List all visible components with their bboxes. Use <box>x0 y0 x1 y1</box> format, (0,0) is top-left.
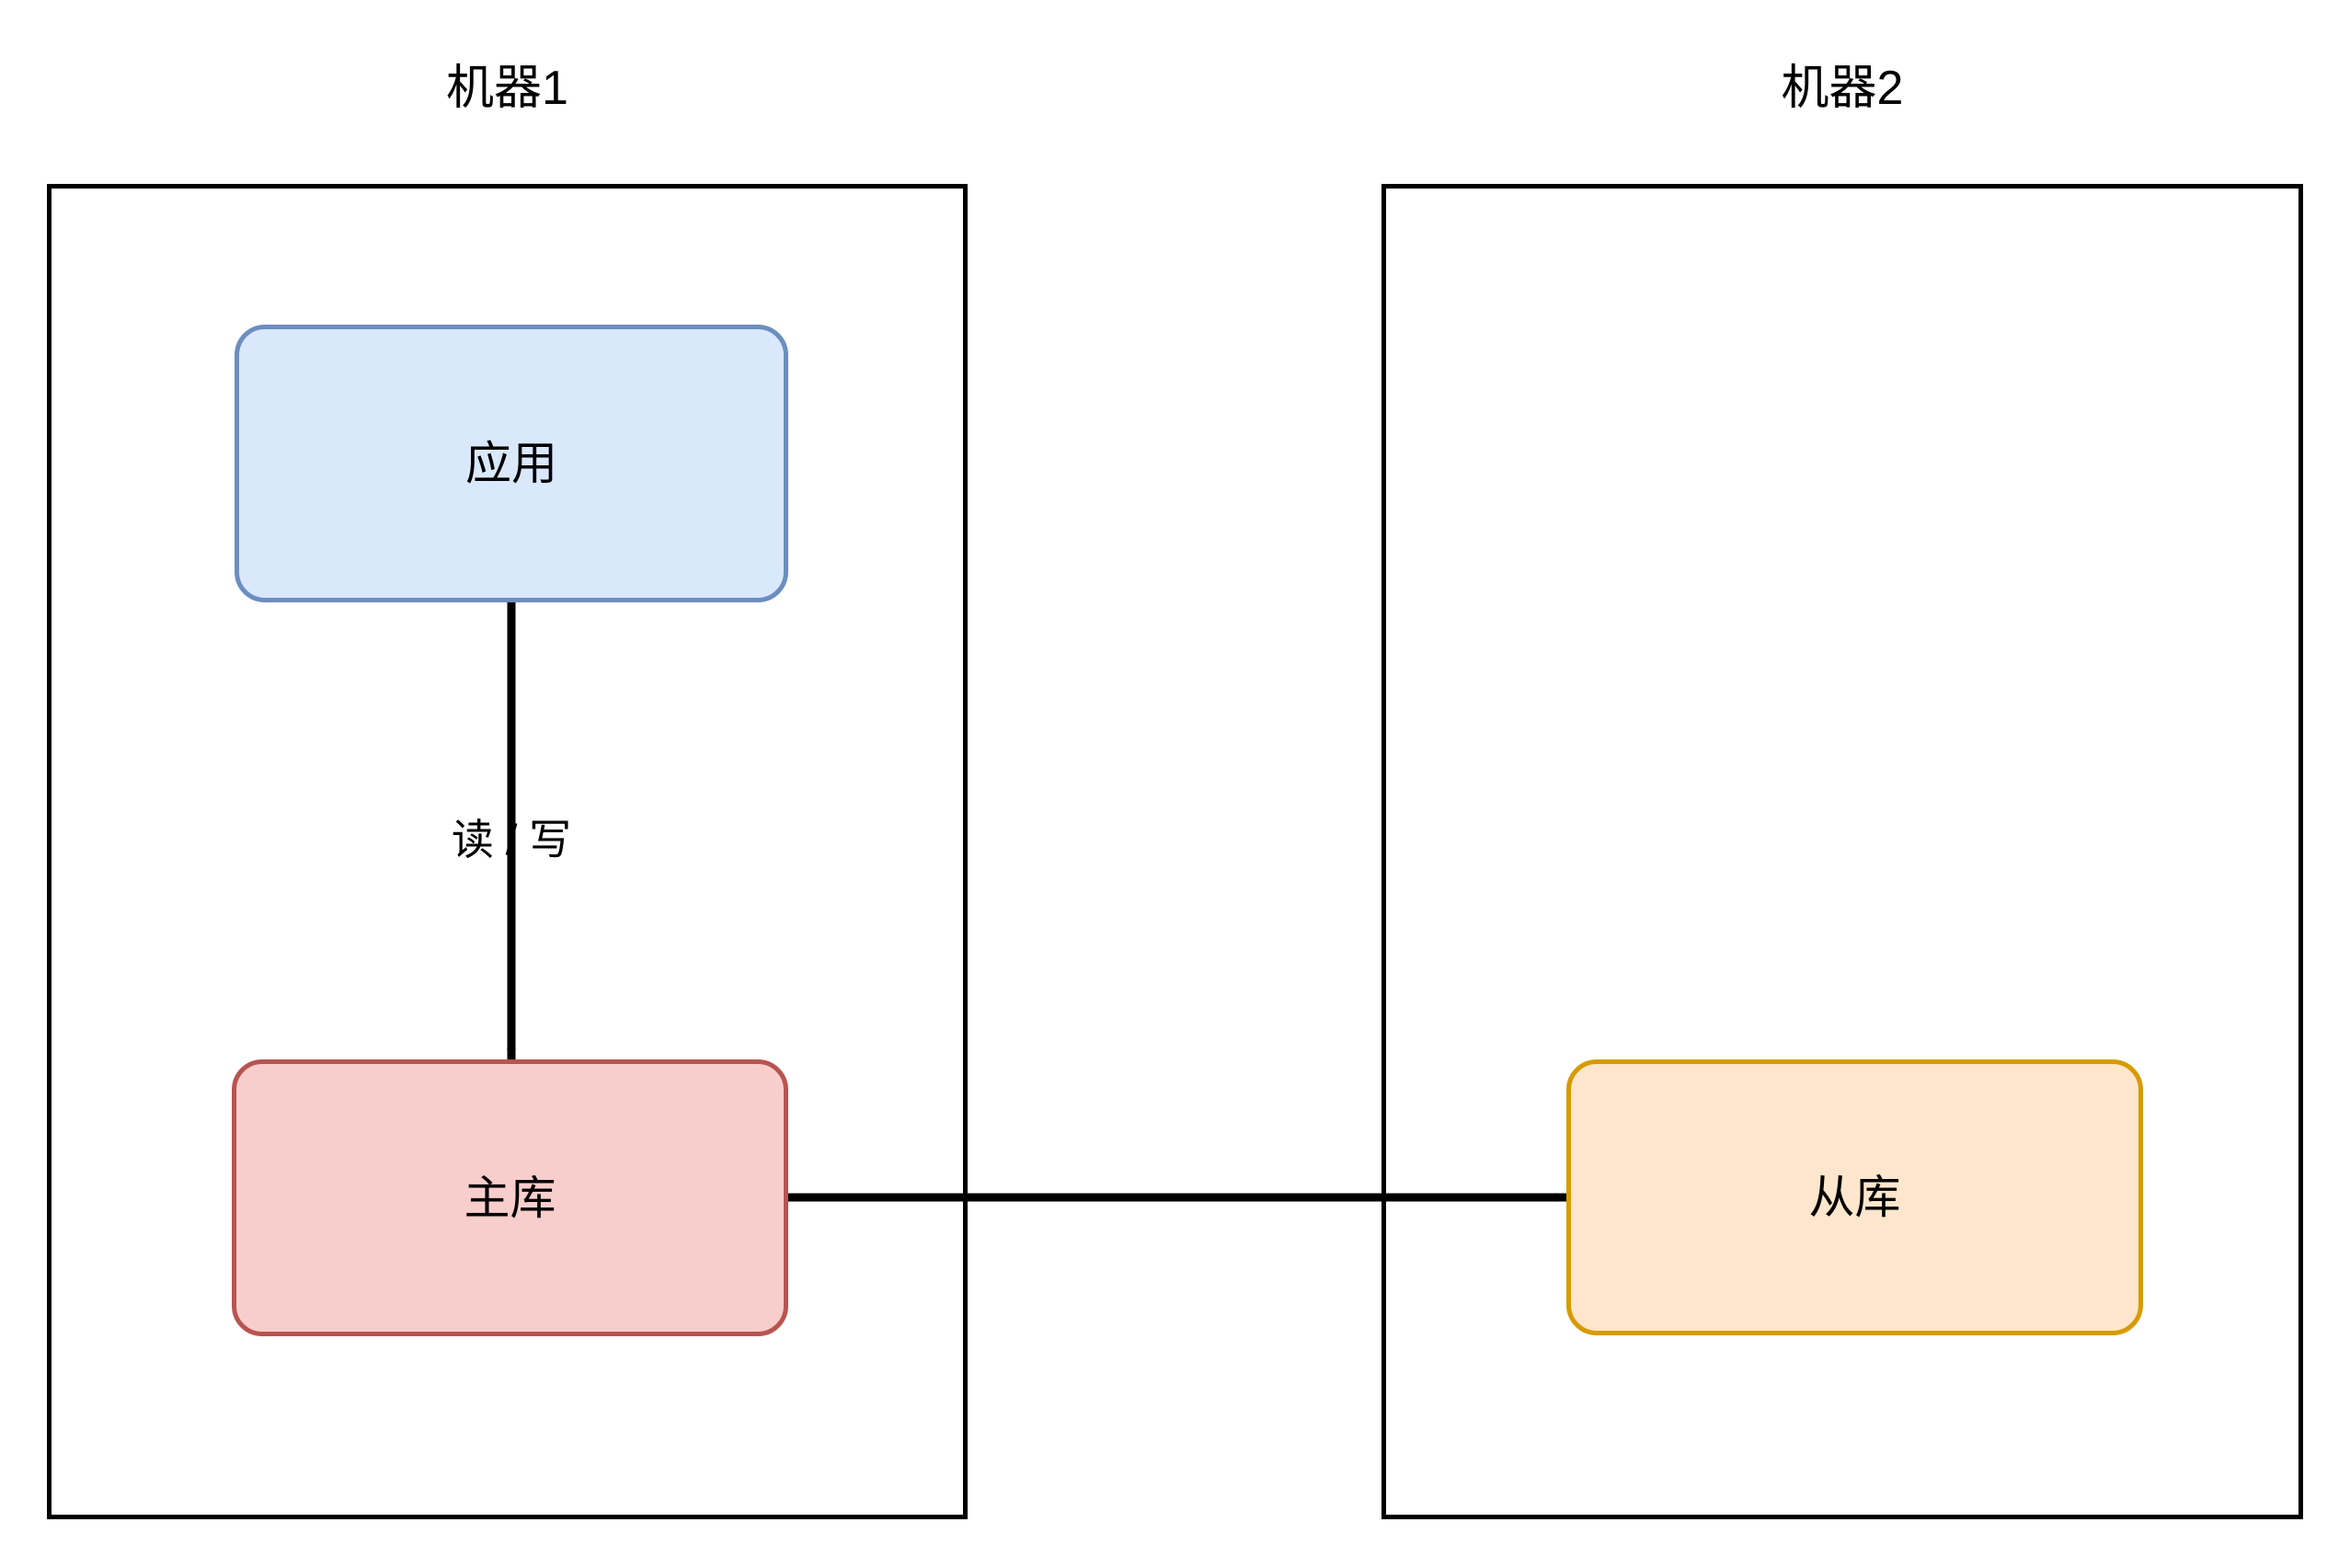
node-master-db-label: 主库 <box>464 1172 556 1224</box>
group-title-machine-1: 机器1 <box>446 62 568 115</box>
machine-container-1[interactable] <box>47 184 968 1519</box>
group-title-machine-2: 机器2 <box>1781 62 1904 115</box>
edge-label-read-write: 读 / 写 <box>451 816 572 864</box>
node-master-db[interactable]: 主库 <box>232 1059 788 1336</box>
node-app[interactable]: 应用 <box>235 325 788 602</box>
node-slave-db-label: 从库 <box>1808 1172 1901 1223</box>
machine-container-2[interactable] <box>1381 184 2303 1519</box>
node-app-label: 应用 <box>465 438 557 489</box>
node-slave-db[interactable]: 从库 <box>1566 1059 2143 1335</box>
